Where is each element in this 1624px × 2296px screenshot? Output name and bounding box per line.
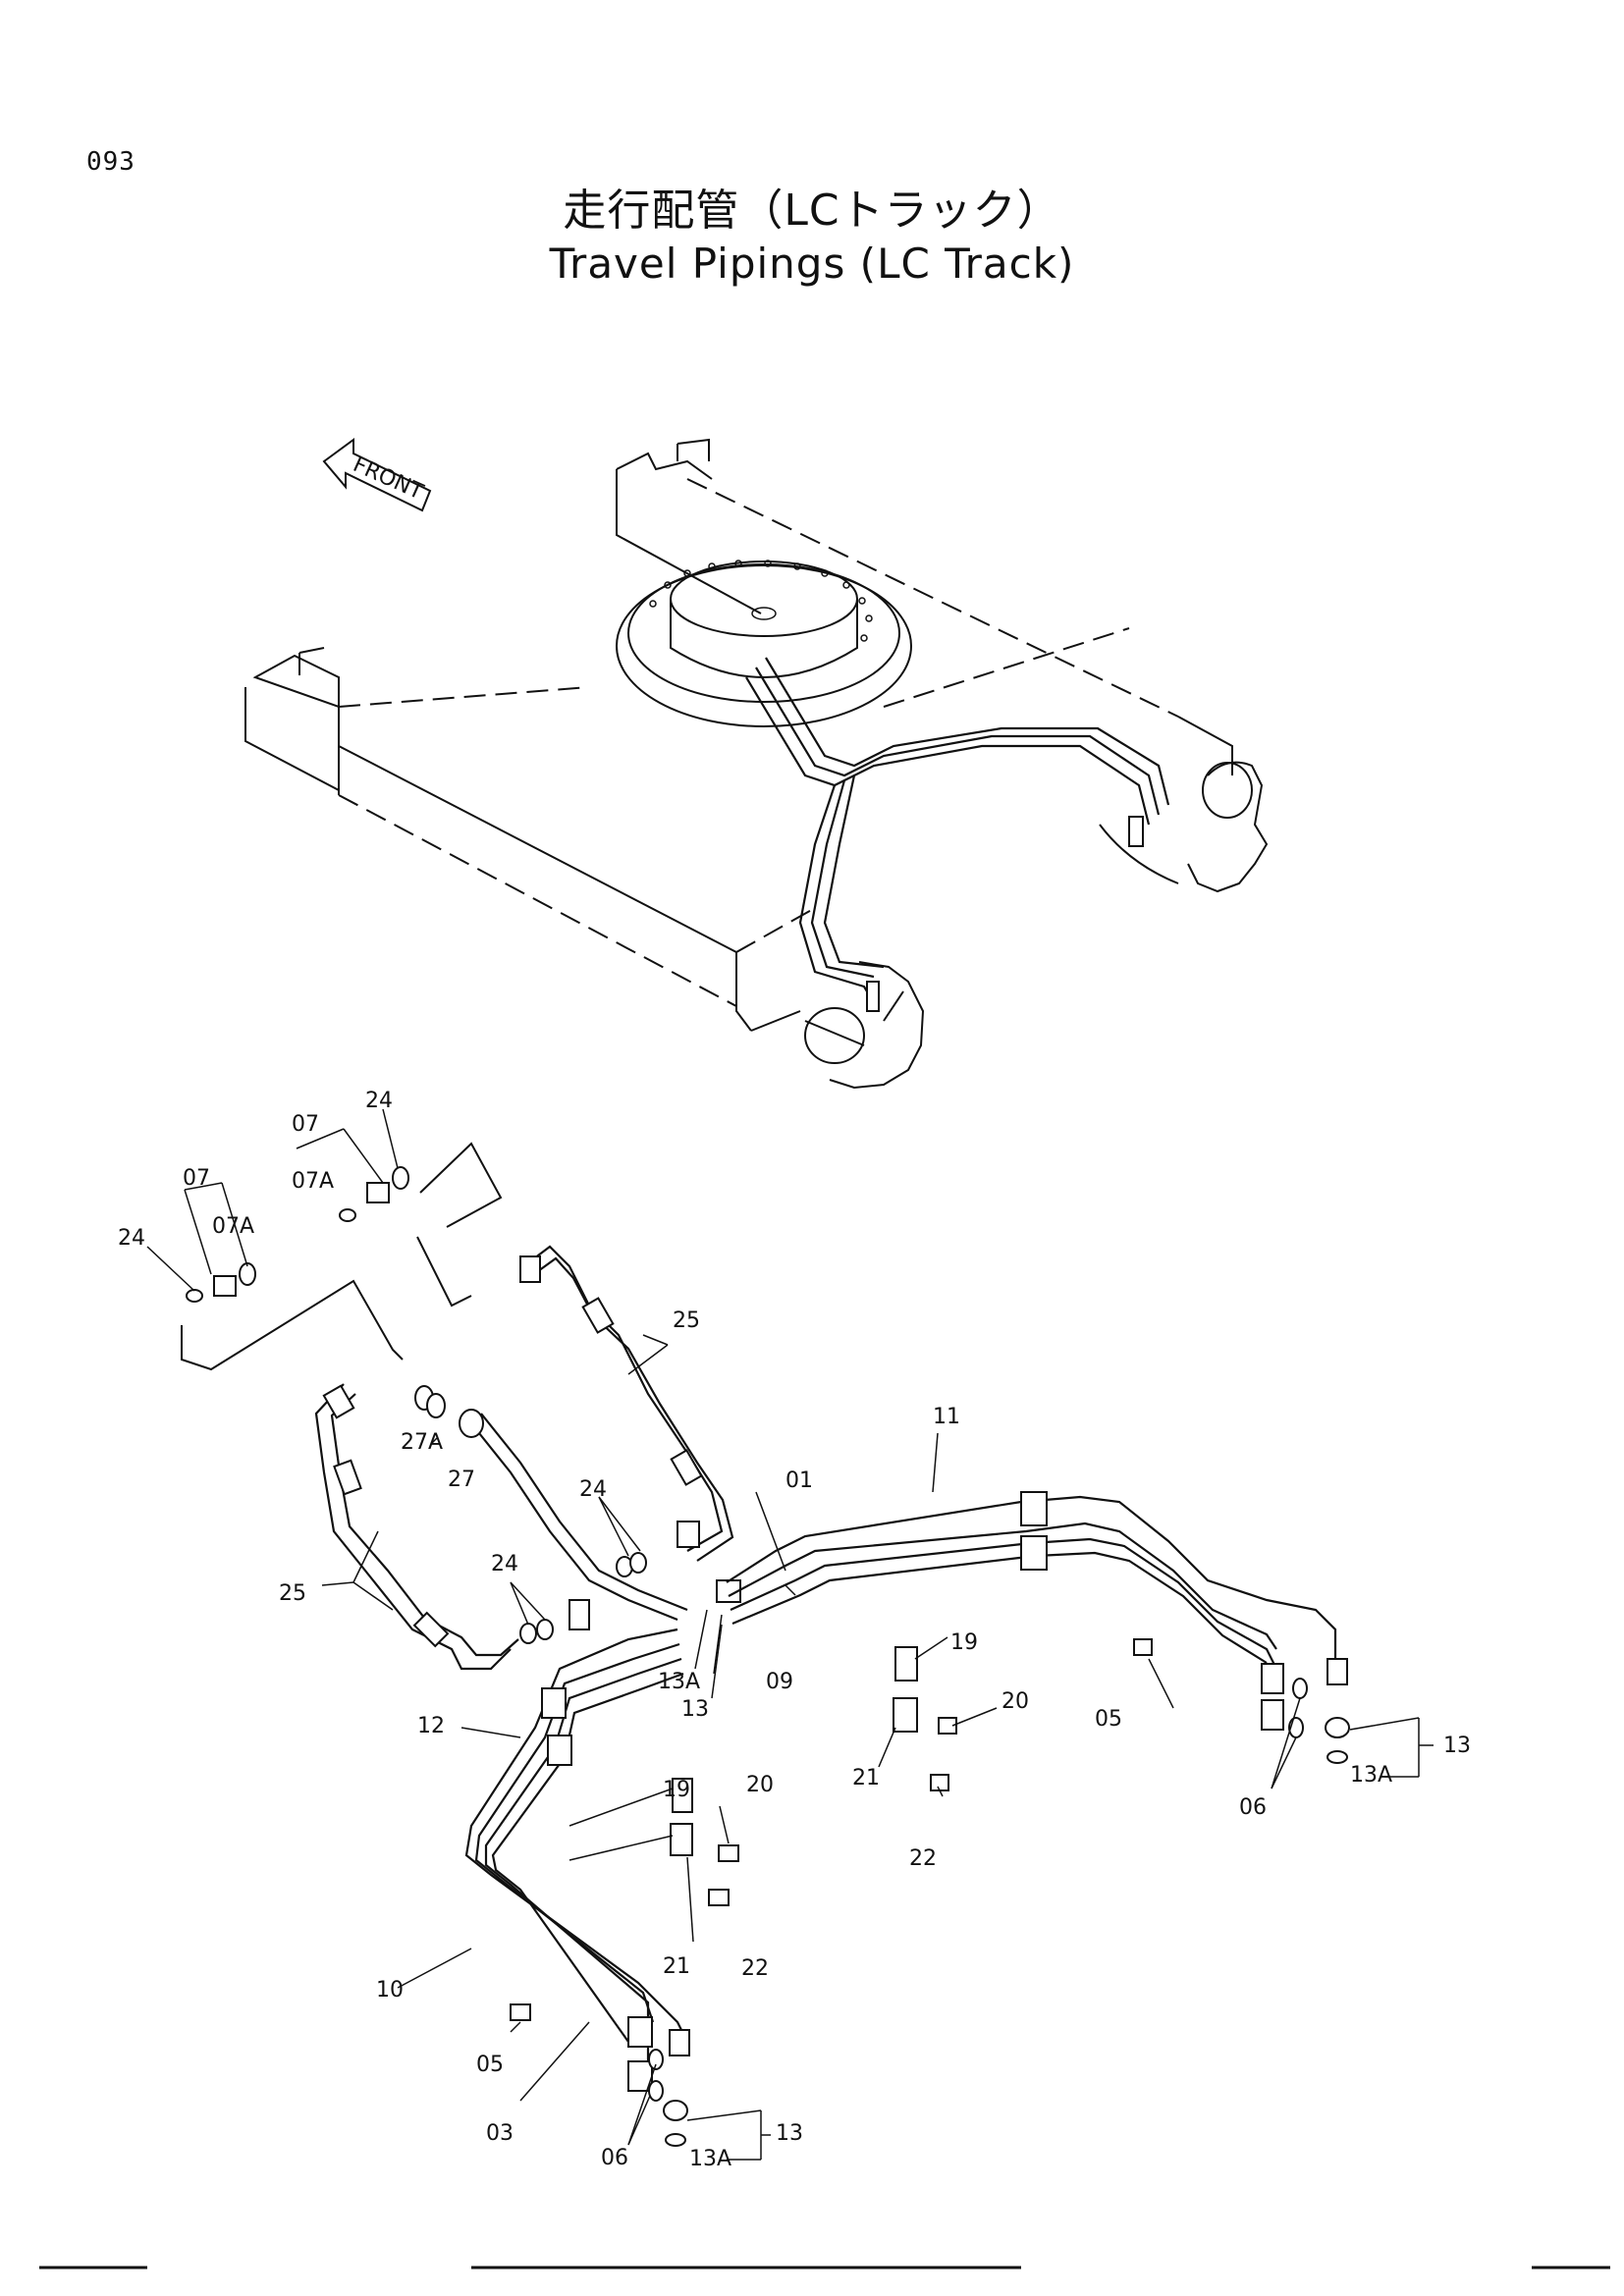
callout-24: 24 <box>118 1226 145 1251</box>
callout-19: 19 <box>950 1630 978 1655</box>
callout-07: 07 <box>183 1166 210 1191</box>
front-arrow-icon: FRONT <box>322 438 432 512</box>
callout-10: 10 <box>376 1978 404 2002</box>
callout-07A: 07A <box>292 1169 334 1194</box>
exploded-pipes <box>181 1142 1350 2147</box>
callout-13: 13 <box>776 2121 803 2146</box>
callout-21: 21 <box>852 1766 880 1790</box>
title-japanese: 走行配管（LCトラック） <box>563 186 1061 236</box>
callout-03: 03 <box>486 2121 514 2146</box>
callout-20: 20 <box>1001 1689 1029 1714</box>
callout-13: 13 <box>1443 1734 1471 1758</box>
callout-13: 13 <box>681 1697 709 1722</box>
callout-22: 22 <box>741 1956 769 1981</box>
callout-05: 05 <box>476 2053 504 2077</box>
callout-06: 06 <box>601 2146 628 2170</box>
front-label: FRONT <box>350 453 427 506</box>
callout-27A: 27A <box>401 1430 443 1455</box>
callout-12: 12 <box>417 1714 445 1738</box>
callout-20: 20 <box>746 1773 774 1797</box>
callout-24: 24 <box>365 1089 393 1113</box>
undercarriage-frame: FRONT <box>244 438 1269 1090</box>
callout-05: 05 <box>1095 1707 1122 1732</box>
callout-13A: 13A <box>658 1670 700 1694</box>
callout-07: 07 <box>292 1112 319 1137</box>
callout-13A: 13A <box>1350 1763 1392 1788</box>
callout-09: 09 <box>766 1670 793 1694</box>
callout-13A: 13A <box>689 2147 731 2171</box>
callout-21: 21 <box>663 1954 690 1979</box>
page-number: 093 <box>86 147 135 177</box>
callout-24: 24 <box>491 1552 518 1576</box>
callout-07A: 07A <box>212 1214 254 1239</box>
callout-22: 22 <box>909 1846 937 1871</box>
callout-24: 24 <box>579 1477 607 1502</box>
callout-19: 19 <box>663 1778 690 1802</box>
title-english: Travel Pipings (LC Track) <box>549 240 1075 288</box>
callout-01: 01 <box>785 1468 813 1493</box>
callout-27: 27 <box>448 1468 475 1492</box>
callout-11: 11 <box>933 1405 960 1429</box>
callout-25: 25 <box>673 1308 700 1333</box>
leader-lines <box>146 1108 1434 2161</box>
callout-labels: 24 07 07A 07 07A 24 25 27A 27 24 24 25 0… <box>118 1089 1471 2171</box>
callout-25: 25 <box>279 1581 306 1606</box>
callout-06: 06 <box>1239 1795 1267 1820</box>
